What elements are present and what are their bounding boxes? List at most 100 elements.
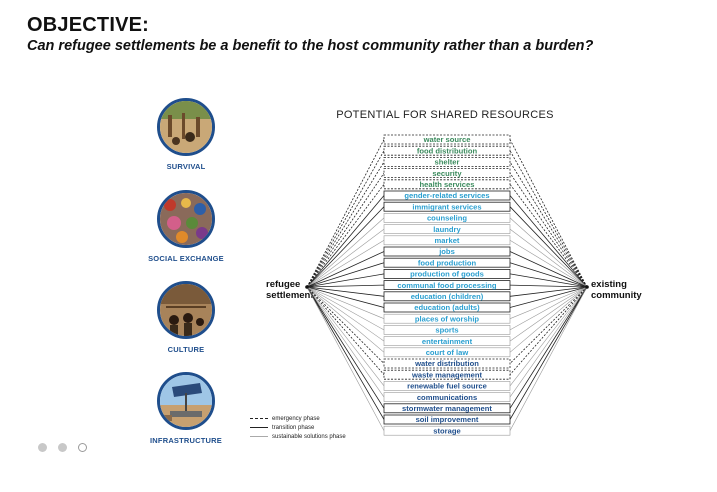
connector-left (306, 286, 385, 375)
resource-box (383, 235, 511, 246)
category-culture: CULTURE (148, 281, 224, 354)
resource-box (383, 156, 511, 167)
resource-label: renewable fuel source (407, 382, 487, 391)
connector-left (306, 286, 385, 331)
resource-box (383, 302, 511, 313)
category-label: SOCIAL EXCHANGE (148, 254, 224, 263)
resource-box (383, 134, 511, 145)
resource-box (383, 179, 511, 190)
refugee-node (305, 285, 309, 289)
legend-item-sustainable: sustainable solutions phase (250, 432, 346, 441)
left-node-text: refugee settlement (266, 279, 314, 301)
connector-right (509, 139, 588, 288)
connector-right (509, 228, 588, 288)
connector-right (509, 161, 588, 288)
connector-left (306, 286, 385, 387)
connector-right (509, 206, 588, 288)
resource-box (383, 280, 511, 291)
pager-dot-1[interactable] (38, 443, 47, 452)
connector-right (509, 286, 588, 431)
connector-right (509, 217, 588, 288)
resource-label: court of law (426, 348, 469, 357)
resource-box (383, 168, 511, 179)
connector-left (306, 251, 385, 288)
connector-right (509, 172, 588, 288)
connector-left (306, 273, 385, 288)
resource-label: jobs (438, 247, 455, 256)
resource-box (383, 414, 511, 425)
resource-box (383, 213, 511, 223)
connector-left (306, 286, 385, 431)
resource-label: communal food processing (397, 281, 497, 290)
resource-label: water source (423, 135, 471, 144)
connector-right (509, 273, 588, 288)
connector-right (509, 286, 588, 331)
connector-left (306, 172, 385, 288)
connector-left (306, 284, 385, 288)
connector-right (509, 286, 588, 319)
connector-right (509, 184, 588, 288)
resource-label: food distribution (417, 146, 478, 155)
connector-right (509, 286, 588, 342)
category-label: CULTURE (167, 345, 205, 354)
resource-label: entertainment (422, 337, 473, 346)
category-infrastructure: INFRASTRUCTURE (148, 372, 224, 445)
slide-pager (38, 443, 87, 452)
resource-label: water distribution (414, 359, 479, 368)
culture-photo-icon (157, 281, 215, 339)
existing-community-label: existing community (591, 279, 642, 301)
connector-left (306, 217, 385, 288)
page-subtitle: Can refugee settlements be a benefit to … (27, 38, 594, 54)
pager-dot-2[interactable] (58, 443, 67, 452)
resource-box (383, 190, 511, 201)
resource-label: communications (417, 393, 477, 402)
refugee-settlement-label: refugee settlement (266, 279, 314, 301)
connector-left (306, 150, 385, 288)
legend-label: transition phase (272, 424, 315, 431)
resource-label: production of goods (410, 270, 484, 279)
resource-box (383, 392, 511, 402)
category-survival: SURVIVAL (148, 98, 224, 171)
resource-label: sports (435, 326, 458, 335)
category-label: INFRASTRUCTURE (150, 436, 222, 445)
resource-box (383, 201, 511, 212)
connector-left (306, 286, 385, 319)
pager-dot-3[interactable] (78, 443, 87, 452)
connector-right (509, 150, 588, 288)
connector-left (306, 206, 385, 288)
legend-dashed-line (250, 418, 268, 419)
resource-label: waste management (411, 370, 483, 379)
page-title: OBJECTIVE: (27, 14, 150, 36)
connector-right (509, 286, 588, 353)
resource-label: storage (433, 426, 460, 435)
resource-box (383, 257, 511, 268)
connector-right (509, 240, 588, 288)
resource-box (383, 425, 511, 436)
connector-left (306, 286, 385, 342)
connector-right (509, 286, 588, 409)
resource-label: laundry (433, 225, 461, 234)
connector-left (306, 286, 385, 353)
resource-box (383, 246, 511, 257)
connector-left (306, 228, 385, 288)
connector-right (509, 195, 588, 288)
connector-left (306, 184, 385, 288)
legend-label: emergency phase (272, 415, 320, 422)
connector-left (306, 139, 385, 288)
community-node (585, 285, 589, 289)
connector-left (306, 262, 385, 288)
connector-right (509, 286, 588, 387)
legend-thin-line (250, 436, 268, 437)
connector-left (306, 286, 385, 420)
diagram-title: POTENTIAL FOR SHARED RESOURCES (336, 109, 554, 121)
connector-right (509, 286, 588, 420)
connector-right (509, 286, 588, 375)
legend-label: sustainable solutions phase (272, 433, 346, 440)
resource-label: security (432, 169, 462, 178)
resource-label: soil improvement (416, 415, 479, 424)
connector-right (509, 286, 588, 308)
connector-left (306, 286, 385, 409)
resource-label: gender-related services (404, 191, 489, 200)
resource-box (383, 313, 511, 324)
